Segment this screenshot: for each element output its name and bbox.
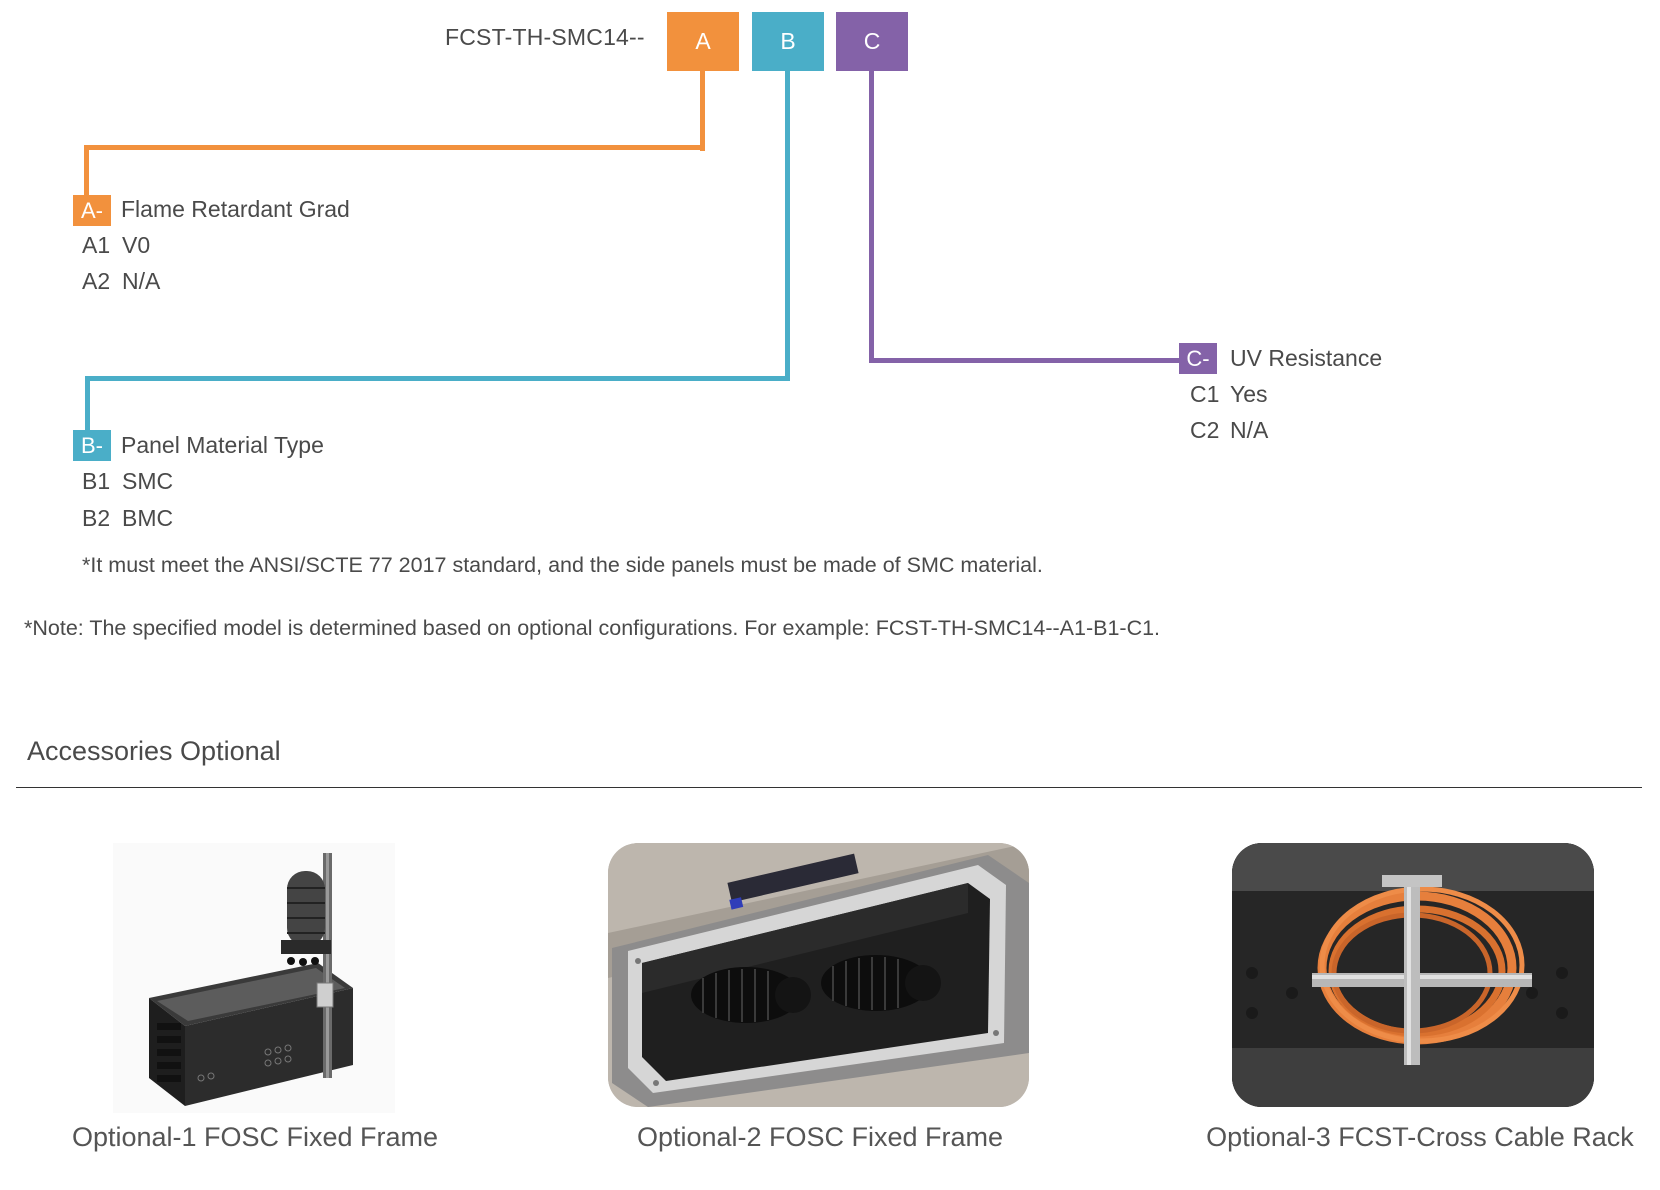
group-c-tag: C- (1179, 343, 1217, 374)
group-c-option-2: C2 N/A (1190, 417, 1268, 444)
option-value: BMC (122, 505, 174, 531)
group-a-tag: A- (73, 195, 111, 226)
section-title: Accessories Optional (27, 736, 281, 766)
accessory-image-2 (608, 843, 1029, 1107)
group-a-title: Flame Retardant Grad (121, 196, 350, 222)
option-code: A2 (82, 268, 111, 294)
option-value: N/A (1230, 417, 1269, 443)
connector-c-horizontal (869, 358, 1179, 363)
accessory-caption-3: Optional-3 FCST-Cross Cable Rack (1206, 1122, 1634, 1152)
code-box-a: A (667, 12, 739, 71)
model-prefix: FCST-TH-SMC14-- (445, 24, 645, 50)
option-value: Yes (1230, 381, 1268, 407)
group-c-title: UV Resistance (1230, 345, 1383, 371)
accessory-caption-2: Optional-2 FOSC Fixed Frame (636, 1122, 1004, 1152)
model-note: *Note: The specified model is determined… (24, 616, 1161, 640)
option-code: C1 (1190, 381, 1220, 407)
connector-b-drop (85, 376, 90, 431)
option-code: C2 (1190, 417, 1220, 443)
option-code: A1 (82, 232, 111, 258)
option-code: B2 (82, 505, 111, 531)
group-b-title: Panel Material Type (121, 432, 324, 458)
accessory-image-3 (1232, 843, 1594, 1107)
accessory-caption-1: Optional-1 FOSC Fixed Frame (71, 1122, 439, 1152)
option-code: B1 (82, 468, 111, 494)
group-a-option-1: A1 V0 (82, 232, 150, 259)
connector-b-horizontal (85, 376, 790, 381)
option-value: N/A (122, 268, 161, 294)
section-divider (16, 787, 1642, 788)
accessory-image-1 (113, 843, 395, 1113)
code-box-c: C (836, 12, 908, 71)
option-value: SMC (122, 468, 174, 494)
connector-a-drop (84, 145, 89, 195)
group-c-option-1: C1 Yes (1190, 381, 1268, 408)
connector-b-vertical (785, 71, 790, 381)
group-b-tag: B- (73, 430, 111, 461)
group-b-option-1: B1 SMC (82, 468, 173, 495)
option-value: V0 (122, 232, 151, 258)
group-b-option-2: B2 BMC (82, 505, 173, 532)
connector-a-horizontal (84, 145, 705, 150)
connector-a-vertical (700, 71, 705, 151)
group-a-option-2: A2 N/A (82, 268, 160, 295)
group-b-note: *It must meet the ANSI/SCTE 77 2017 stan… (82, 553, 1043, 577)
code-box-b: B (752, 12, 824, 71)
connector-c-vertical (869, 71, 874, 363)
